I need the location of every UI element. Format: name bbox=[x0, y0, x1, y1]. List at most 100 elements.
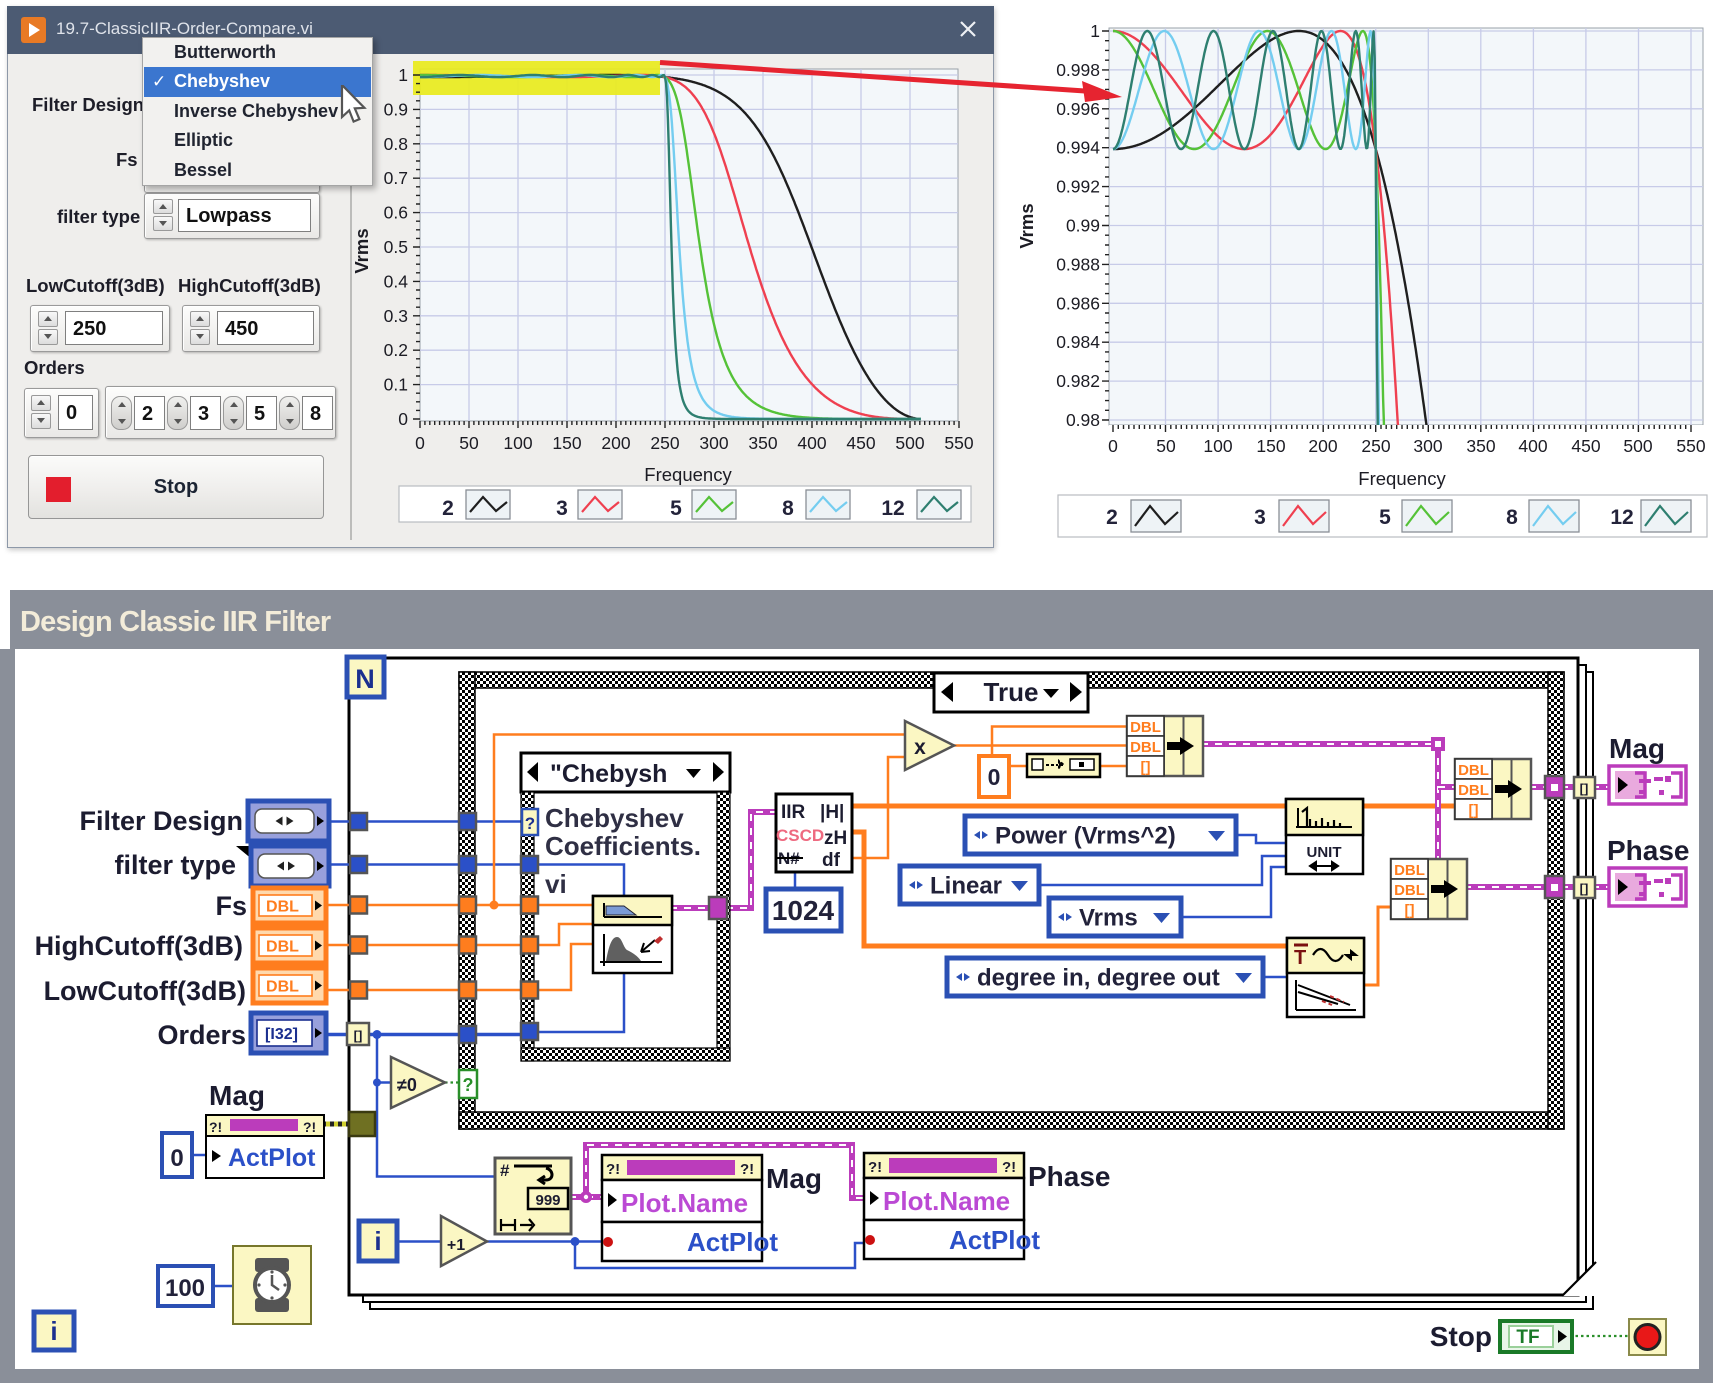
svg-text:Frequency: Frequency bbox=[644, 464, 732, 485]
svg-text:3: 3 bbox=[556, 497, 568, 520]
svg-text:0.998: 0.998 bbox=[1056, 60, 1100, 80]
svg-text:i: i bbox=[50, 1316, 57, 1346]
svg-text:300: 300 bbox=[1413, 436, 1442, 456]
svg-text:[]: [] bbox=[1580, 881, 1589, 896]
svg-text:0: 0 bbox=[415, 433, 425, 453]
svg-text:DBL: DBL bbox=[1394, 862, 1425, 879]
svg-text:0.5: 0.5 bbox=[384, 237, 408, 257]
svg-text:300: 300 bbox=[699, 433, 728, 453]
svg-text:0.994: 0.994 bbox=[1056, 138, 1100, 158]
svg-text:Filter Design: Filter Design bbox=[79, 806, 243, 836]
svg-text:100: 100 bbox=[1203, 436, 1232, 456]
svg-text:Power (Vrms^2): Power (Vrms^2) bbox=[995, 823, 1176, 850]
svg-text:5: 5 bbox=[670, 497, 682, 520]
svg-text:0.99: 0.99 bbox=[1066, 216, 1100, 236]
svg-text:50: 50 bbox=[459, 433, 479, 453]
svg-text:50: 50 bbox=[1156, 436, 1176, 456]
svg-text:3: 3 bbox=[1254, 506, 1266, 529]
svg-text:12: 12 bbox=[881, 497, 904, 520]
svg-text:?: ? bbox=[463, 1075, 474, 1095]
svg-text:100: 100 bbox=[503, 433, 532, 453]
svg-text:CSCD: CSCD bbox=[776, 826, 824, 845]
svg-text:0.7: 0.7 bbox=[384, 168, 408, 188]
svg-text:[]: [] bbox=[1580, 781, 1589, 796]
svg-text:?!: ?! bbox=[740, 1161, 754, 1178]
svg-text:?!: ?! bbox=[303, 1119, 316, 1135]
svg-text:400: 400 bbox=[1518, 436, 1547, 456]
svg-text:0.8: 0.8 bbox=[384, 134, 408, 154]
svg-text:|H|: |H| bbox=[820, 802, 844, 823]
svg-text:ActPlot: ActPlot bbox=[687, 1227, 778, 1257]
svg-text:350: 350 bbox=[748, 433, 777, 453]
svg-text:zH: zH bbox=[824, 828, 847, 849]
svg-text:500: 500 bbox=[1623, 436, 1652, 456]
svg-text:?!: ?! bbox=[1002, 1159, 1016, 1176]
svg-text:Phase: Phase bbox=[1028, 1161, 1111, 1192]
svg-text:0.4: 0.4 bbox=[384, 271, 409, 291]
svg-text:LowCutoff(3dB): LowCutoff(3dB) bbox=[44, 976, 246, 1006]
svg-text:500: 500 bbox=[895, 433, 924, 453]
svg-text:Mag: Mag bbox=[209, 1080, 265, 1111]
svg-text:150: 150 bbox=[1256, 436, 1285, 456]
svg-text:TF: TF bbox=[1516, 1327, 1539, 1348]
svg-text:Vrms: Vrms bbox=[351, 228, 372, 273]
svg-text:100: 100 bbox=[165, 1275, 205, 1302]
svg-text:+1: +1 bbox=[447, 1237, 465, 1254]
svg-text:0.992: 0.992 bbox=[1056, 177, 1100, 197]
svg-text:12: 12 bbox=[1610, 506, 1633, 529]
svg-text:[I32]: [I32] bbox=[265, 1026, 298, 1043]
svg-text:x: x bbox=[914, 736, 926, 759]
svg-text:ActPlot: ActPlot bbox=[949, 1225, 1040, 1255]
svg-text:?!: ?! bbox=[606, 1161, 620, 1178]
svg-text:degree in, degree out: degree in, degree out bbox=[977, 965, 1220, 992]
svg-text:0.996: 0.996 bbox=[1056, 99, 1100, 119]
svg-text:0.986: 0.986 bbox=[1056, 293, 1100, 313]
svg-text:1: 1 bbox=[398, 65, 408, 85]
svg-text:Linear: Linear bbox=[930, 873, 1002, 900]
svg-text:0.9: 0.9 bbox=[384, 99, 408, 119]
svg-text:0.6: 0.6 bbox=[384, 203, 408, 223]
svg-text:?: ? bbox=[525, 814, 535, 833]
svg-text:Frequency: Frequency bbox=[1358, 468, 1446, 489]
svg-text:[]: [] bbox=[1141, 759, 1151, 776]
svg-text:8: 8 bbox=[782, 497, 794, 520]
svg-text:0.2: 0.2 bbox=[384, 340, 408, 360]
svg-text:DBL: DBL bbox=[1130, 719, 1161, 736]
svg-text:200: 200 bbox=[1308, 436, 1337, 456]
svg-text:HighCutoff(3dB): HighCutoff(3dB) bbox=[35, 931, 243, 961]
svg-text:[]: [] bbox=[354, 1028, 363, 1043]
svg-text:[]: [] bbox=[1405, 902, 1415, 919]
svg-text:0.982: 0.982 bbox=[1056, 371, 1100, 391]
svg-text:"Chebysh: "Chebysh bbox=[550, 760, 667, 788]
svg-text:N: N bbox=[355, 664, 375, 694]
svg-text:#: # bbox=[500, 1161, 510, 1180]
svg-text:[]: [] bbox=[1469, 802, 1479, 819]
svg-text:DBL: DBL bbox=[266, 899, 299, 916]
svg-text:Chebyshev: Chebyshev bbox=[545, 803, 684, 833]
svg-text:1: 1 bbox=[1090, 21, 1100, 41]
svg-text:2: 2 bbox=[1106, 506, 1118, 529]
svg-text:8: 8 bbox=[1506, 506, 1518, 529]
svg-text:DBL: DBL bbox=[1130, 739, 1161, 756]
svg-text:Orders: Orders bbox=[157, 1020, 246, 1050]
svg-text:Mag: Mag bbox=[1609, 733, 1665, 764]
svg-text:IIR: IIR bbox=[781, 802, 806, 823]
svg-text:450: 450 bbox=[846, 433, 875, 453]
svg-text:df: df bbox=[822, 850, 841, 871]
svg-text:?!: ?! bbox=[209, 1119, 222, 1135]
svg-text:250: 250 bbox=[1361, 436, 1390, 456]
svg-text:0.1: 0.1 bbox=[384, 375, 408, 395]
svg-text:Design Classic IIR Filter: Design Classic IIR Filter bbox=[20, 606, 331, 638]
svg-text:0: 0 bbox=[988, 764, 1001, 790]
svg-text:0.98: 0.98 bbox=[1066, 410, 1100, 430]
svg-text:550: 550 bbox=[1676, 436, 1705, 456]
svg-text:DBL: DBL bbox=[266, 979, 299, 996]
svg-text:DBL: DBL bbox=[1458, 782, 1489, 799]
svg-text:200: 200 bbox=[601, 433, 630, 453]
svg-text:0.984: 0.984 bbox=[1056, 332, 1100, 352]
svg-text:0.988: 0.988 bbox=[1056, 254, 1100, 274]
svg-text:i: i bbox=[374, 1226, 381, 1256]
svg-text:DBL: DBL bbox=[266, 939, 299, 956]
svg-text:filter type: filter type bbox=[114, 850, 236, 880]
svg-text:DBL: DBL bbox=[1458, 762, 1489, 779]
